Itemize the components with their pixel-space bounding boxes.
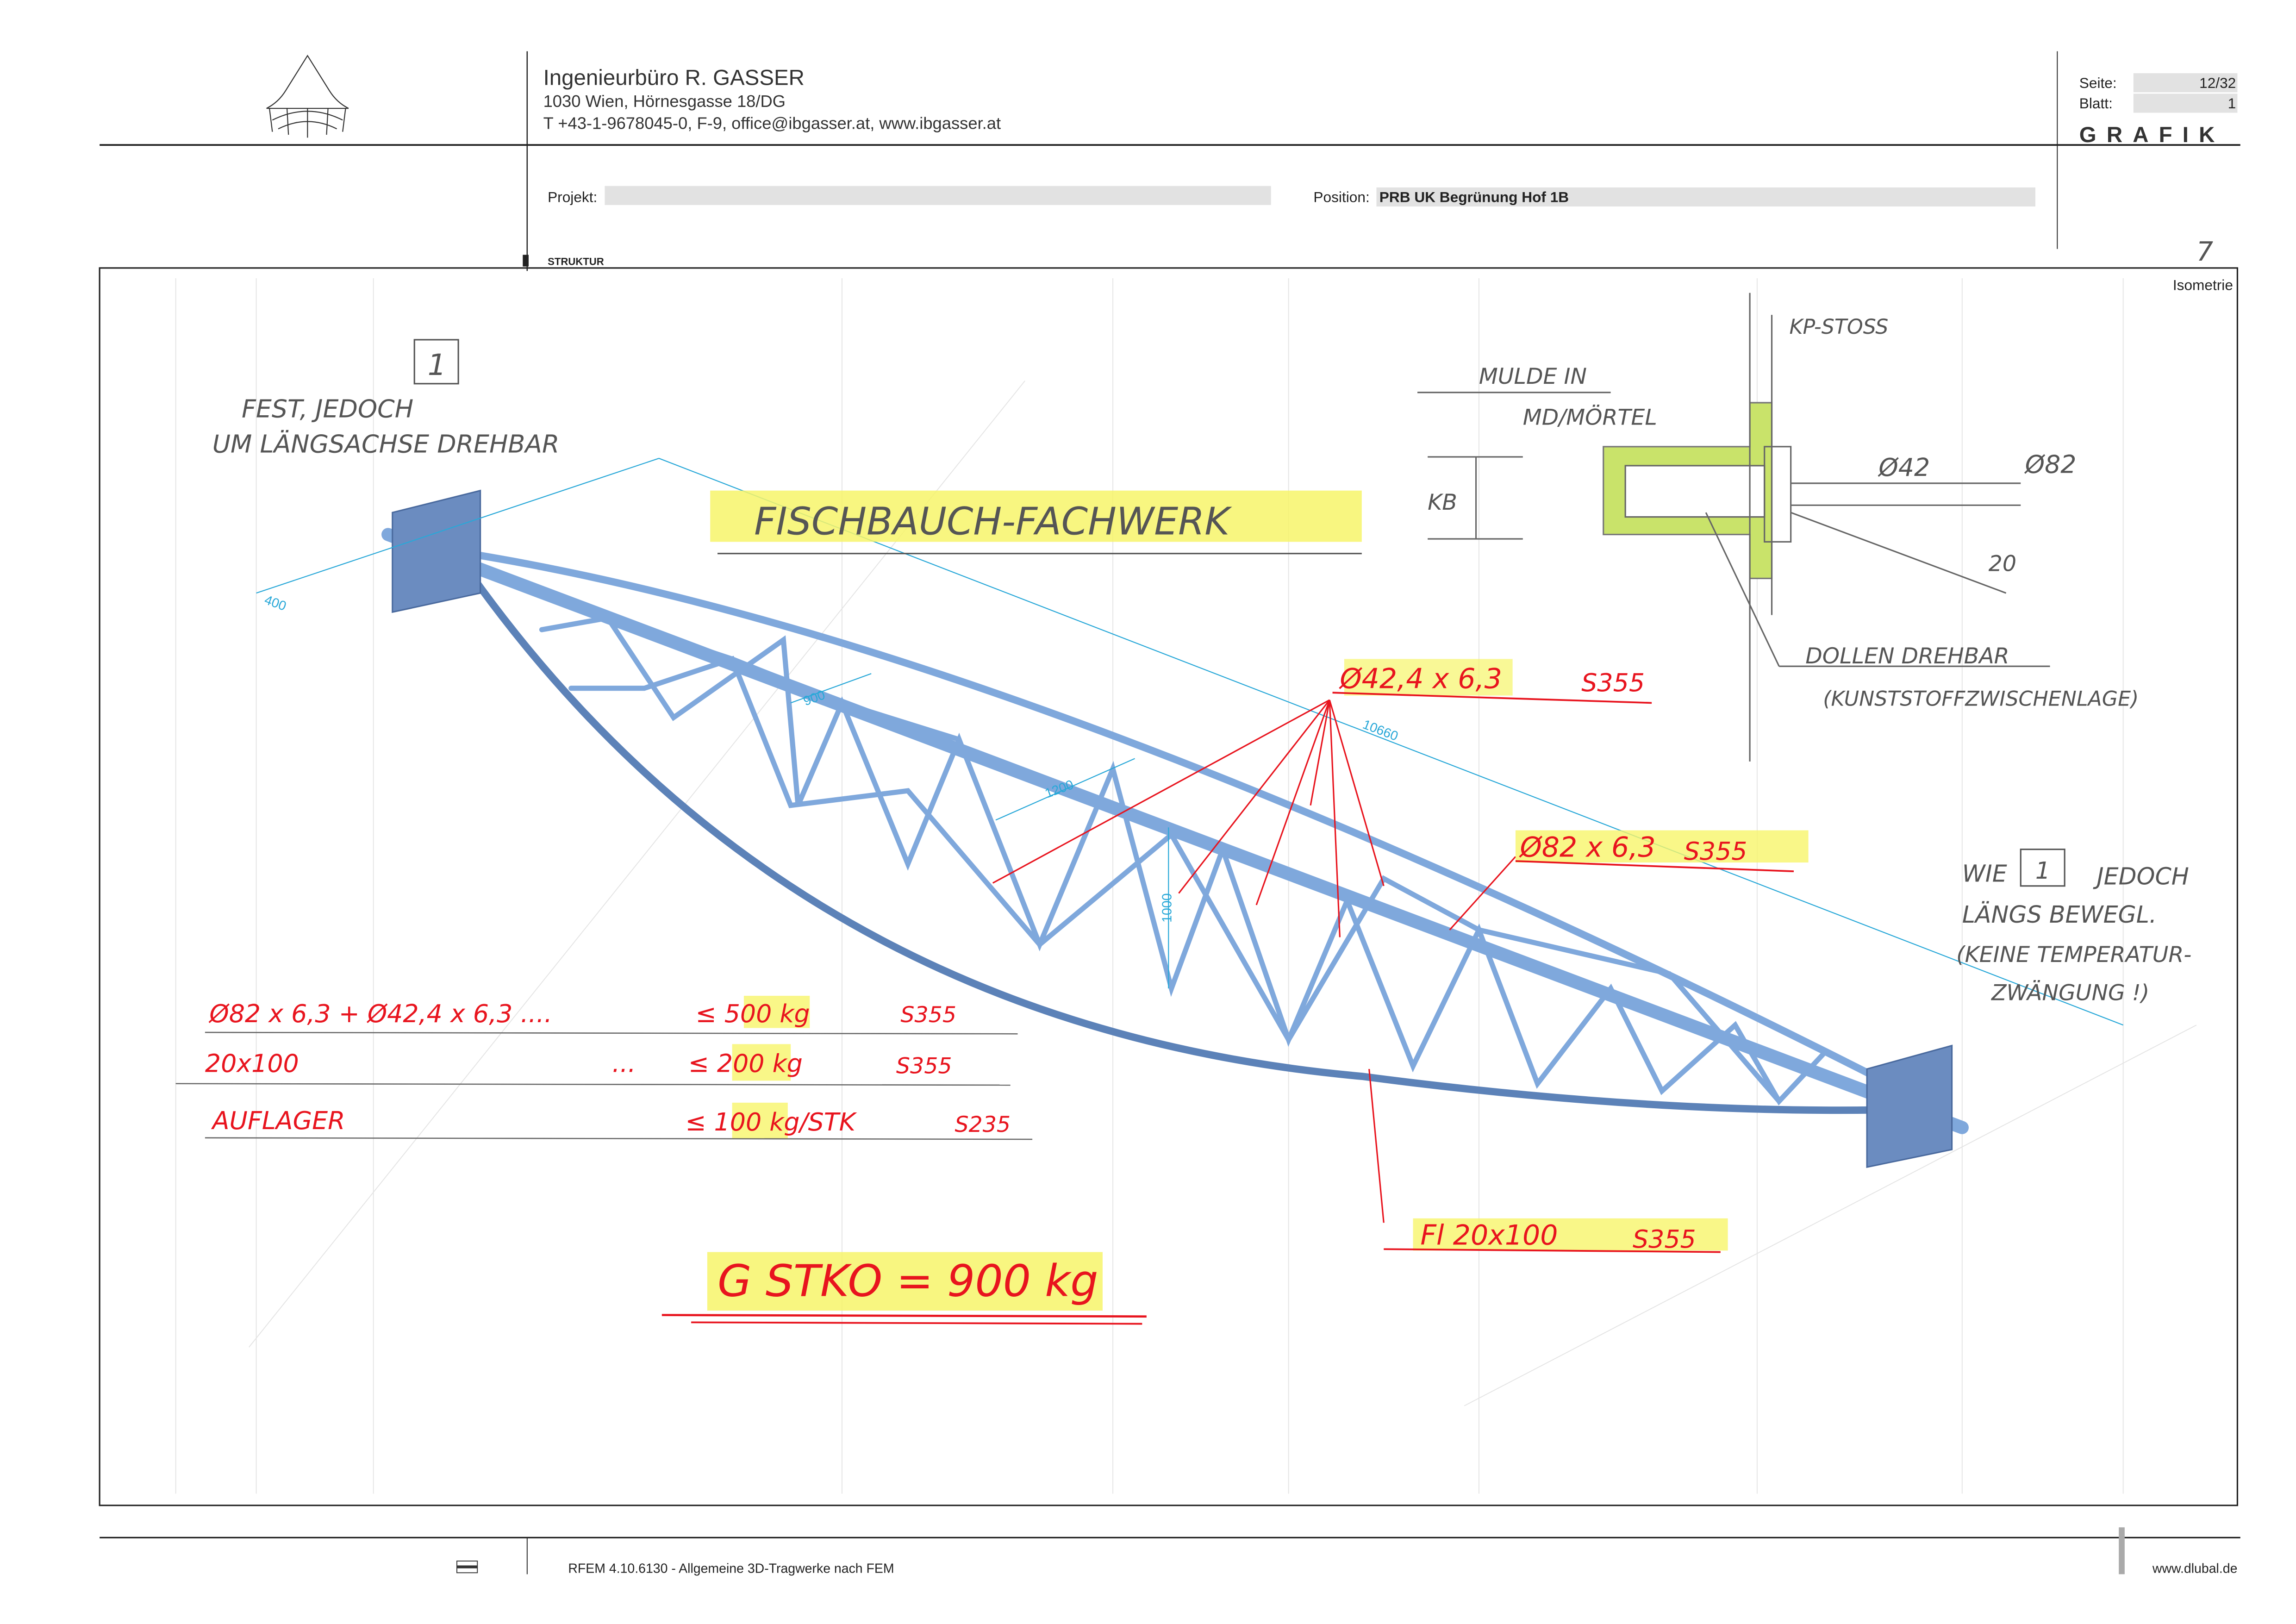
support2-line2: LÄNGS BEWEGL.: [1962, 901, 2157, 928]
support1-note-line2: UM LÄNGSACHSE DREHBAR: [212, 429, 560, 458]
left-support-plate: [392, 489, 481, 613]
detail-mulde-line1: MULDE IN: [1479, 364, 1587, 389]
support1-number: 1: [428, 348, 446, 382]
footer-website: www.dlubal.de: [2152, 1561, 2237, 1576]
leader-arrows: [992, 699, 1516, 1223]
weight-row-3-item: AUFLAGER: [211, 1106, 345, 1135]
company-address: 1030 Wien, Hörnesgasse 18/DG: [543, 92, 786, 111]
dimension-10660: 10660: [1360, 717, 1400, 744]
member-small-label: Ø42,4 x 6,3: [1338, 663, 1502, 695]
member-small-grade: S355: [1581, 668, 1645, 697]
member-large-grade: S355: [1684, 837, 1747, 866]
support-number-box: [413, 339, 459, 385]
detail-d42: Ø42: [1878, 453, 1930, 482]
position-value: PRB UK Begrünung Hof 1B: [1379, 189, 1569, 206]
structure-label: STRUKTUR: [548, 256, 604, 268]
detail-kp-stoss: KP-STOSS: [1789, 315, 1888, 339]
section-title: GRAFIK: [2079, 123, 2225, 147]
fishbelly-truss: [381, 489, 1969, 1168]
support2-number: 1: [2035, 857, 2050, 884]
member-flat-grade: S355: [1633, 1224, 1696, 1254]
member-flat-label: Fl 20x100: [1420, 1219, 1558, 1252]
page-value: 12/32: [2199, 75, 2236, 91]
project-field: [605, 186, 1271, 205]
weight-row-2-item: 20x100: [205, 1049, 299, 1078]
detail-d82: Ø82: [2024, 450, 2077, 479]
page-mark: 7: [2196, 237, 2213, 267]
support2-line3: (KEINE TEMPERATUR-: [1956, 942, 2191, 968]
weight-row-1-grade: S355: [900, 1002, 956, 1028]
dimension-1000: 1000: [1160, 893, 1175, 923]
support2-line1: WIE: [1962, 860, 2007, 887]
support-detail-sketch: [1417, 293, 2050, 762]
position-label: Position:: [1313, 189, 1369, 206]
total-weight: G STKO = 900 kg: [718, 1255, 1098, 1306]
weight-row-1-item: Ø82 x 6,3 + Ø42,4 x 6,3 ....: [208, 999, 552, 1028]
title-highlight: [710, 490, 1362, 542]
bottom-chord-flat: [465, 567, 1878, 1114]
detail-kunststoff: (KUNSTSTOFFZWISCHENLAGE): [1823, 687, 2139, 711]
view-label: Isometrie: [2173, 276, 2233, 293]
support2-line1b: JEDOCH: [2093, 863, 2189, 890]
detail-dollen: DOLLEN DREHBAR: [1805, 643, 2009, 669]
weight-row-2-limit: ≤ 200 kg: [688, 1049, 803, 1078]
drawing-frame: [99, 267, 2239, 1506]
company-name: Ingenieurbüro R. GASSER: [543, 65, 805, 90]
weight-row-3-grade: S235: [955, 1112, 1011, 1137]
weight-row-2-dots: ...: [612, 1049, 636, 1078]
top-chord-upper: [465, 550, 1893, 1087]
footer-software: RFEM 4.10.6130 - Allgemeine 3D-Tragwerke…: [568, 1561, 894, 1576]
weight-row-1-limit: ≤ 500 kg: [696, 999, 810, 1028]
position-field: [1376, 187, 2035, 207]
right-support-plate: [1866, 1044, 1953, 1168]
member-large-label: Ø82 x 6,3: [1518, 831, 1655, 863]
project-label: Projekt:: [548, 189, 597, 206]
software-logo-icon: [456, 1561, 478, 1574]
weights-table: Ø82 x 6,3 + Ø42,4 x 6,3 .... ≤ 500 kg S3…: [175, 995, 1033, 1140]
sheet-label: Blatt:: [2079, 95, 2113, 112]
page-label: Seite:: [2079, 75, 2117, 91]
detail-20: 20: [1989, 551, 2016, 577]
total-highlight: [707, 1252, 1103, 1311]
support2-line4: ZWÄNGUNG !): [1990, 980, 2149, 1006]
company-contact: T +43-1-9678045-0, F-9, office@ibgasser.…: [543, 113, 1001, 132]
support1-note-line1: FEST, JEDOCH: [242, 394, 413, 424]
company-logo: [266, 55, 349, 138]
truss-title: FISCHBAUCH-FACHWERK: [754, 500, 1232, 544]
truss-diagonals: [539, 615, 1826, 1106]
sheet-value: 1: [2228, 95, 2236, 112]
dimension-400: 400: [262, 593, 288, 614]
detail-mulde-line2: MD/MÖRTEL: [1523, 404, 1657, 430]
detail-kb: KB: [1428, 490, 1457, 515]
weight-row-2-grade: S355: [896, 1054, 952, 1079]
weight-row-3-limit: ≤ 100 kg/STK: [685, 1107, 857, 1137]
